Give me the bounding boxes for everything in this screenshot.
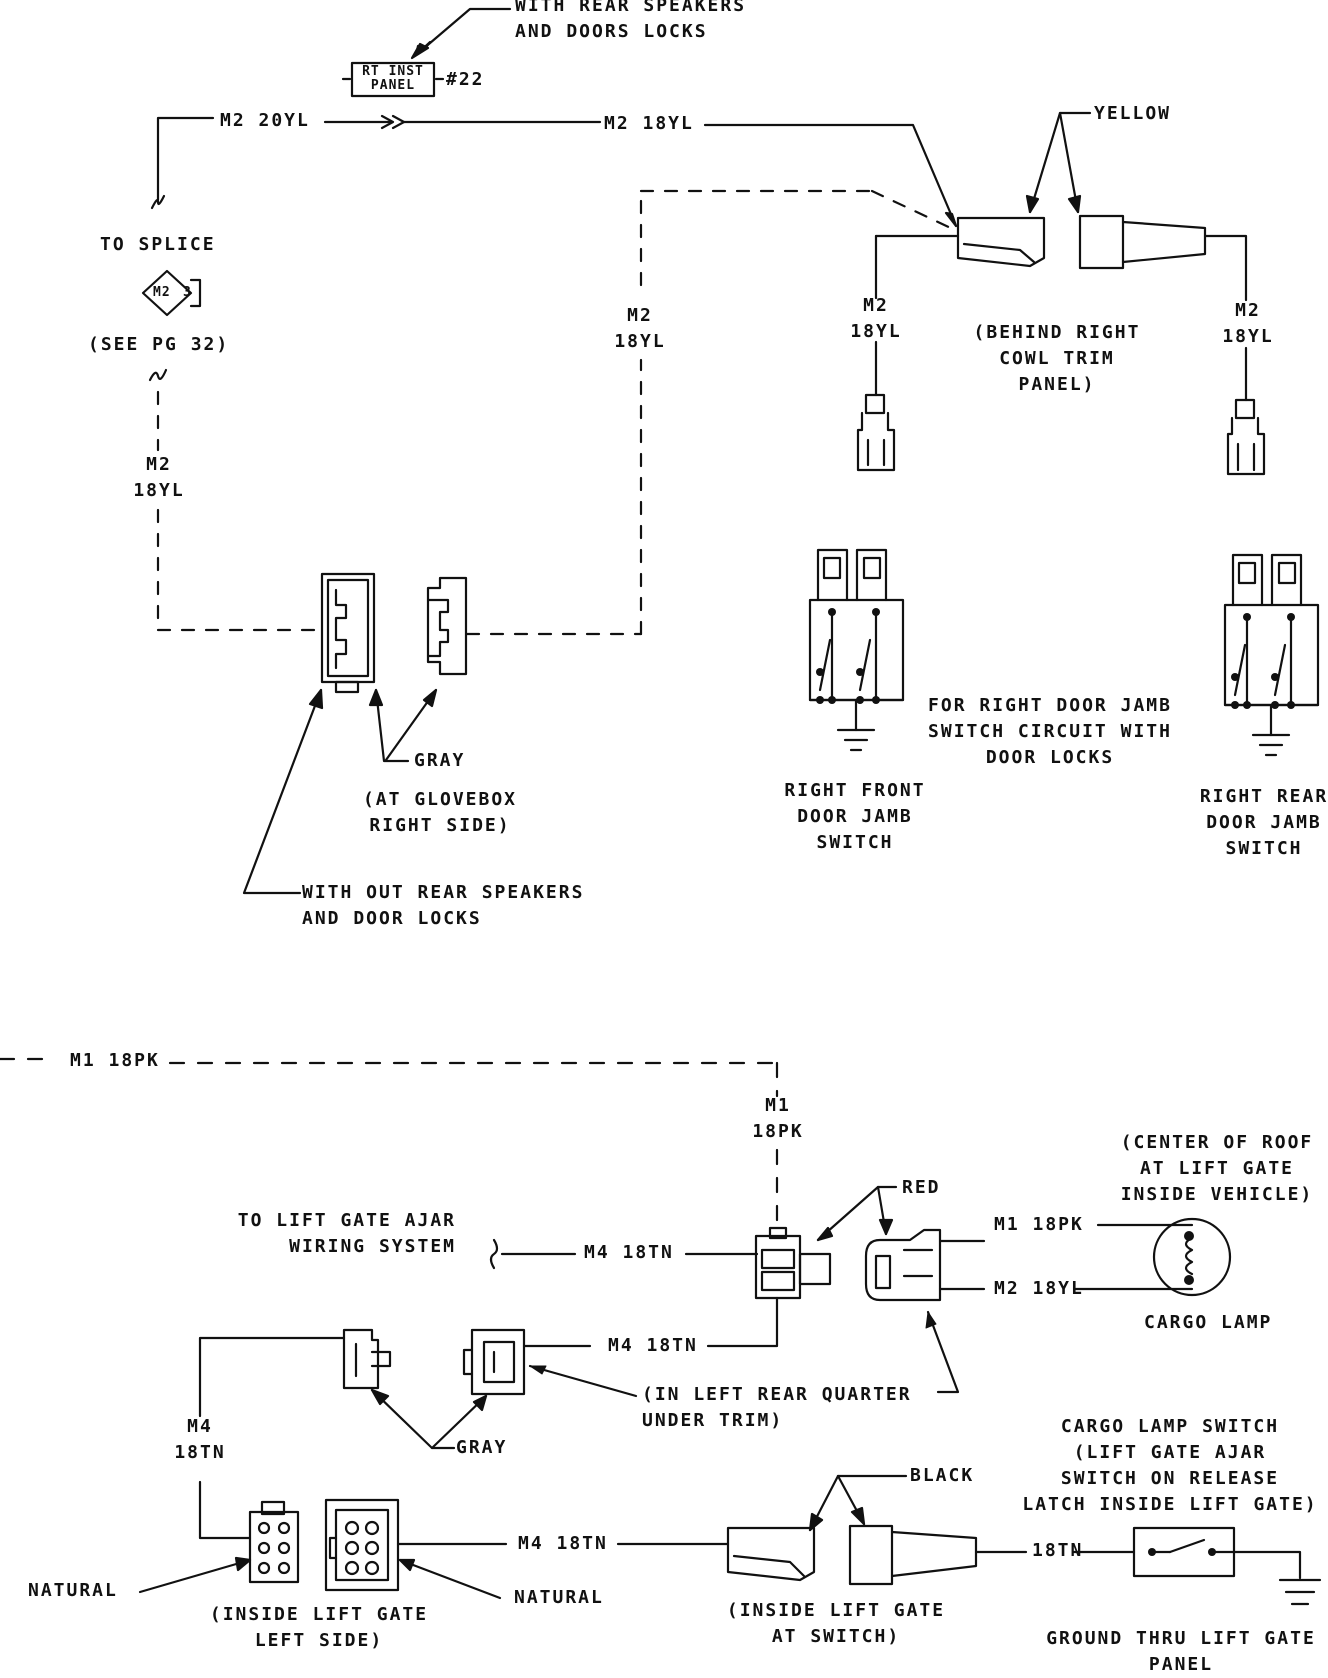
switch-connector-right [850,1526,976,1584]
to-splice-label: TO SPLICE [100,234,216,255]
gray-bottom-leaders [372,1390,486,1448]
m2-18yl-right-b-label: M2 18YL [1222,300,1274,347]
gray-top-label: GRAY [414,750,466,771]
glovebox-connector-right [428,578,466,674]
cowl-connector-right [1080,216,1246,300]
plug-left [858,342,894,470]
m2-18yl-lamp-label: M2 18YL [994,1278,1084,1299]
m1-18pk-top-label: M1 18PK [70,1050,160,1071]
switch-connector-left [728,1528,814,1580]
lift-gate-connector-left [250,1502,298,1582]
m2-18yl-left-label: M2 18YL [133,454,185,501]
m1-18pk-vert-label: M1 18PK [752,1095,804,1142]
lrq-connector-left [344,1330,390,1388]
cargo-lamp-label: CARGO LAMP [1144,1312,1273,1333]
lrq-leader [530,1366,636,1396]
gray-top-leaders [370,690,436,761]
right-front-switch-label: RIGHT FRONT DOOR JAMB SWITCH [784,780,926,853]
m2-18yl-top-label: M2 18YL [604,113,694,134]
rt-inst-panel-label: RT INST PANEL [362,64,424,93]
lift-gate-ajar-wire [491,1240,777,1346]
m1-dashed [0,1059,777,1234]
m4-18tn-c-label: M4 18TN [518,1533,608,1554]
m2-wire-top [152,116,956,226]
red-leaders [818,1187,896,1240]
splice-symbol [143,271,200,315]
m2-18yl-right-a-label: M2 18YL [850,295,902,342]
center-of-roof-label: (CENTER OF ROOF AT LIFT GATE INSIDE VEHI… [1120,1132,1314,1205]
plug-right [1228,348,1264,474]
to-lift-gate-ajar-label: TO LIFT GATE AJAR WIRING SYSTEM [237,1210,456,1257]
rt-inst-leader [412,9,510,58]
18tn-label: 18TN [1032,1540,1084,1561]
ground-thru-lift-gate-label: GROUND THRU LIFT GATE PANEL [1046,1628,1316,1675]
in-left-rear-quarter-label: (IN LEFT REAR QUARTER UNDER TRIM) [642,1384,912,1431]
glovebox-connector-left [322,574,374,692]
black-leaders [810,1476,906,1530]
m4-wire-left [200,1338,590,1538]
without-rear-speakers-label: WITH OUT REAR SPEAKERS AND DOOR LOCKS [302,882,585,929]
yellow-label: YELLOW [1094,103,1172,124]
m4-18tn-b-label: M4 18TN [608,1335,698,1356]
cargo-lamp-switch [1134,1528,1320,1604]
inside-lift-gate-switch-label: (INSIDE LIFT GATE AT SWITCH) [726,1600,946,1647]
cowl-connector-left [876,218,1044,298]
inside-lift-gate-left-label: (INSIDE LIFT GATE LEFT SIDE) [209,1604,429,1651]
cargo-lamp-switch-label: CARGO LAMP SWITCH (LIFT GATE AJAR SWITCH… [1022,1416,1318,1515]
red-lower-leader [928,1312,958,1392]
rt-inst-panel-box [352,63,434,96]
m4-18tn-vert-label: M4 18TN [174,1416,226,1463]
splice-pin-label: 3 [183,285,192,300]
red-label: RED [902,1177,941,1198]
lift-gate-connector-right [326,1500,398,1590]
black-label: BLACK [910,1465,975,1486]
lrq-connector-right [464,1330,524,1394]
cargo-lamp [1154,1219,1230,1295]
m2-20yl-label: M2 20YL [220,110,310,131]
without-leader [244,690,322,893]
natural-left-label: NATURAL [28,1580,118,1601]
behind-right-cowl-label: (BEHIND RIGHT COWL TRIM PANEL) [973,322,1141,395]
red-connector-right [866,1230,940,1300]
natural-leaders [140,1558,500,1598]
at-glovebox-label: (AT GLOVEBOX RIGHT SIDE) [362,789,518,836]
m2-18yl-mid-label: M2 18YL [614,305,666,352]
yellow-leaders [1027,113,1090,212]
wire-break [150,370,166,380]
m1-18pk-lamp-label: M1 18PK [994,1214,1084,1235]
m2-dashed-left [158,191,955,634]
right-front-switch [810,550,903,750]
right-rear-switch [1225,555,1318,755]
page-ref-22: #22 [446,69,485,90]
with-rear-speakers-label: WITH REAR SPEAKERS AND DOORS LOCKS [515,0,747,42]
for-right-door-jamb-label: FOR RIGHT DOOR JAMB SWITCH CIRCUIT WITH … [928,695,1172,768]
natural-right-label: NATURAL [514,1587,604,1608]
splice-m2-label: M2 [153,285,171,300]
right-rear-switch-label: RIGHT REAR DOOR JAMB SWITCH [1199,786,1328,859]
m4-18tn-a-label: M4 18TN [584,1242,674,1263]
gray-bottom-label: GRAY [456,1437,508,1458]
see-pg-32-label: (SEE PG 32) [88,334,230,355]
